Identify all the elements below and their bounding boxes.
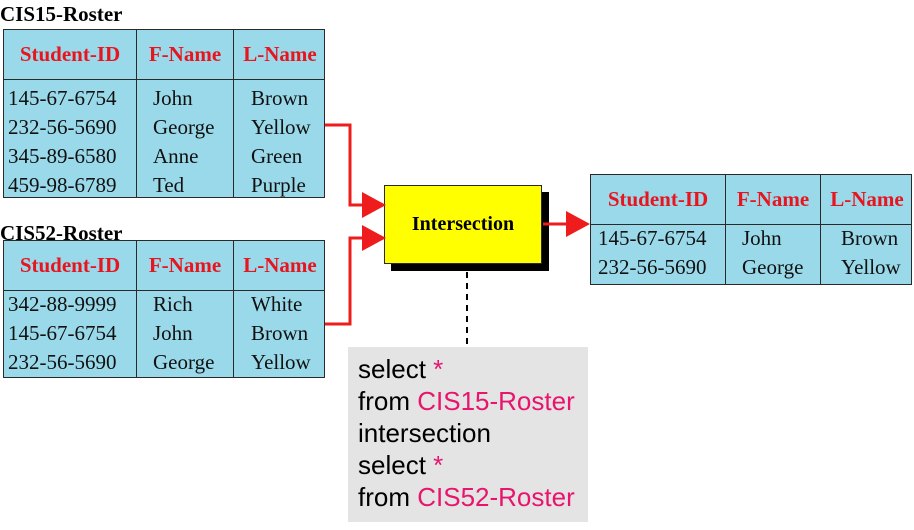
table-cell: 145-67-6754 [8,321,117,345]
cis52-roster-table: Student-ID F-Name L-Name 342-88-9999 Rich… [3,240,325,378]
table-cell: 345-89-6580 [8,144,117,168]
sql-line: select * [358,353,588,385]
table-cell: Anne [153,144,199,168]
sql-highlight: CIS52-Roster [417,482,575,512]
table-cell: 232-56-5690 [8,350,117,374]
column-divider [233,241,234,377]
table-cell: Brown [251,321,309,345]
column-divider [233,30,234,197]
column-divider [136,30,137,197]
sql-keyword: select [358,354,426,384]
sql-line: from CIS15-Roster [358,385,588,417]
column-header-student-id: Student-ID [607,187,709,211]
column-header-f-name: F-Name [148,253,222,277]
table-cell: 232-56-5690 [8,115,117,139]
sql-highlight: CIS15-Roster [417,386,575,416]
arrow-cis15-to-intersection [325,123,386,218]
column-header-f-name: F-Name [148,42,222,66]
cis15-roster-table: Student-ID F-Name L-Name 145-67-6754 John… [3,29,325,198]
table-cell: Green [251,144,303,168]
table-cell: John [153,86,193,110]
table-cell: 145-67-6754 [598,226,707,250]
sql-keyword: from [358,386,410,416]
table-cell: John [742,226,782,250]
column-header-f-name: F-Name [736,187,810,211]
column-divider [725,175,726,284]
table-header: Student-ID F-Name L-Name [4,241,324,291]
cis15-roster-title: CIS15-Roster [0,2,123,26]
column-divider [820,175,821,284]
table-cell: 342-88-9999 [8,292,117,316]
sql-line: select * [358,449,588,481]
column-header-l-name: L-Name [243,42,317,66]
operation-label: Intersection [411,213,515,235]
arrow-cis52-to-intersection [325,225,386,326]
table-cell: 232-56-5690 [598,255,707,279]
sql-keyword: select [358,450,426,480]
table-cell: George [153,115,215,139]
table-cell: 459-98-6789 [8,173,117,197]
table-cell: White [251,292,303,316]
sql-line: from CIS52-Roster [358,481,588,513]
column-header-student-id: Student-ID [19,253,121,277]
table-cell: Brown [841,226,899,250]
column-header-l-name: L-Name [830,187,904,211]
column-header-l-name: L-Name [243,253,317,277]
sql-line: intersection [358,417,588,449]
table-header: Student-ID F-Name L-Name [591,175,911,225]
sql-query-box: select * from CIS15-Roster intersection … [348,347,588,522]
sql-highlight: * [433,450,444,480]
table-cell: Rich [153,292,193,316]
column-header-student-id: Student-ID [19,42,121,66]
sql-highlight: * [433,354,444,384]
sql-keyword: intersection [358,418,491,448]
intersection-result-table: Student-ID F-Name L-Name 145-67-6754 John… [590,174,912,285]
table-cell: Yellow [251,115,311,139]
cis52-roster-title: CIS52-Roster [0,221,123,245]
table-cell: George [742,255,804,279]
table-header: Student-ID F-Name L-Name [4,30,324,80]
column-divider [136,241,137,377]
table-cell: Yellow [841,255,901,279]
sql-keyword: from [358,482,410,512]
table-cell: Brown [251,86,309,110]
intersection-operation-box: Intersection [384,185,542,264]
table-cell: Yellow [251,350,311,374]
table-cell: 145-67-6754 [8,86,117,110]
table-cell: George [153,350,215,374]
arrow-intersection-to-result [543,211,590,237]
table-cell: Purple [251,173,306,197]
table-cell: John [153,321,193,345]
table-cell: Ted [153,173,185,197]
